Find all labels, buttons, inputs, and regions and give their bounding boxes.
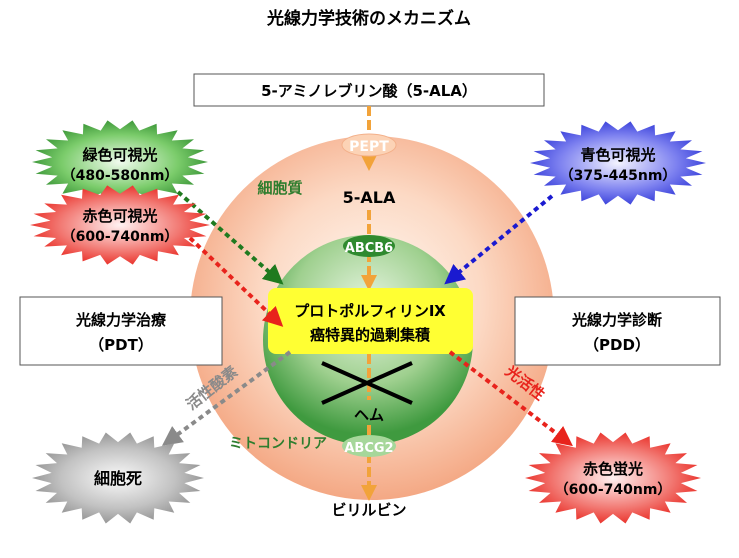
green-light-range: （480-580nm） <box>62 168 179 184</box>
red-fluorescence-label: 赤色蛍光 <box>583 460 643 478</box>
top-box-label: 5-アミノレブリン酸（5-ALA） <box>261 82 477 100</box>
diagram-title: 光線力学技術のメカニズム <box>266 8 471 29</box>
red-light-range: （600-740nm） <box>62 229 179 245</box>
cytoplasm-label: 細胞質 <box>257 179 302 197</box>
cell-death-label: 細胞死 <box>94 469 142 488</box>
abcb6-label: ABCB6 <box>345 241 393 256</box>
green-light-label: 緑色可視光 <box>82 146 157 164</box>
block-cross-2 <box>321 361 413 405</box>
pdt-title: 光線力学治療 <box>75 311 167 329</box>
ros-arrow <box>161 350 292 446</box>
blue-light-label: 青色可視光 <box>580 146 655 164</box>
ppix-subtitle: 癌特異的過剰集積 <box>310 326 431 344</box>
abcg2-label: ABCG2 <box>344 441 393 456</box>
green-light-arrow <box>176 190 284 285</box>
ppix-box <box>268 288 473 354</box>
pdd-box <box>514 296 721 366</box>
pept-label: PEPT <box>349 139 389 155</box>
pdd-title: 光線力学診断 <box>571 311 662 329</box>
blue-light-burst: 青色可視光 （375-445nm） <box>530 121 706 205</box>
abcg2-transporter <box>342 435 396 457</box>
red-light-burst: 赤色可視光 （600-740nm） <box>30 185 210 265</box>
ala-label: 5-ALA <box>343 188 396 207</box>
red-fluorescence-range: （600-740nm） <box>555 482 672 498</box>
cell-death-burst: 細胞死 <box>32 432 204 524</box>
pdt-abbrev: （PDT） <box>89 336 153 354</box>
heme-label: ヘム <box>354 406 384 424</box>
pdd-abbrev: （PDD） <box>584 336 650 354</box>
green-light-burst: 緑色可視光 （480-580nm） <box>32 120 208 204</box>
red-fluorescence-burst: 赤色蛍光 （600-740nm） <box>525 432 701 524</box>
red-light-arrow <box>188 236 284 327</box>
blue-light-arrow <box>444 194 554 285</box>
bilirubin-label: ビリルビン <box>331 501 406 519</box>
fluorescence-arrow <box>448 350 573 447</box>
top-box <box>193 73 545 107</box>
abcb6-transporter <box>343 235 395 257</box>
pept-transporter <box>341 133 397 157</box>
pdt-box <box>19 296 223 366</box>
blue-light-range: （375-445nm） <box>560 168 677 184</box>
ppix-title: プロトポルフィリンⅨ <box>294 302 446 320</box>
mitochondria-label: ミトコンドリア <box>229 436 327 452</box>
red-light-label: 赤色可視光 <box>82 207 157 225</box>
